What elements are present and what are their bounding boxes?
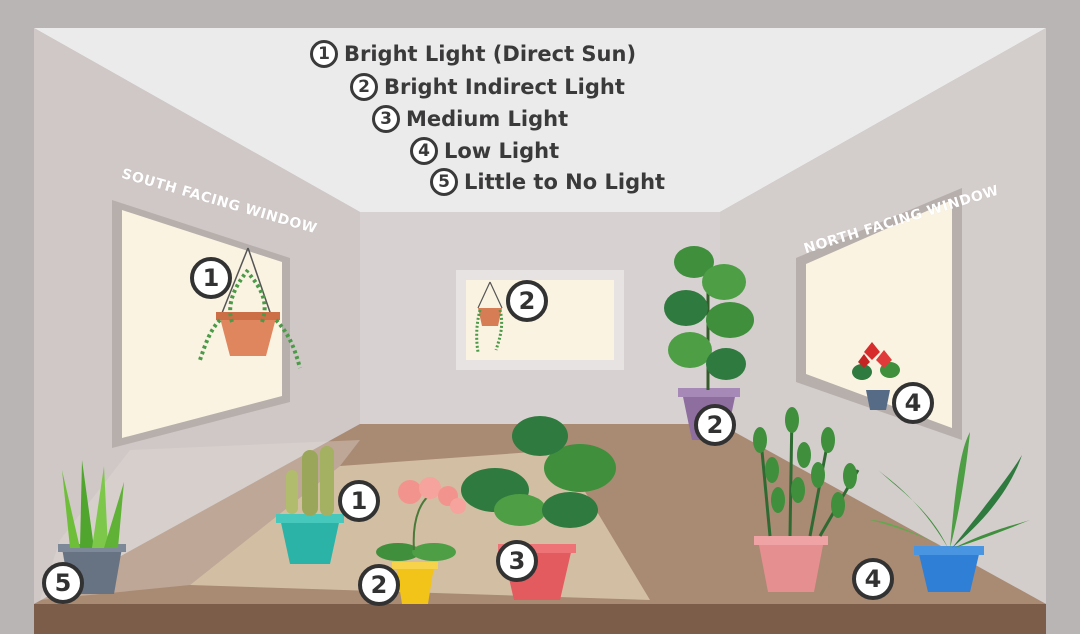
badge-snake-plant: 5	[42, 562, 84, 604]
legend-item-1: 1 Bright Light (Direct Sun)	[310, 40, 636, 68]
birds-nest-plant	[870, 432, 1030, 592]
legend-label-4: Low Light	[444, 139, 560, 163]
legend-number-5: 5	[430, 168, 458, 196]
legend-item-4: 4 Low Light	[410, 137, 559, 165]
badge-hanging-back: 2	[506, 280, 548, 322]
legend-item-2: 2 Bright Indirect Light	[350, 73, 625, 101]
hanging-plant-back	[475, 281, 504, 353]
badge-fiddle-leaf: 2	[694, 404, 736, 446]
snake-plant	[58, 460, 126, 594]
legend-number-4: 4	[410, 137, 438, 165]
legend-number-3: 3	[372, 105, 400, 133]
legend-number-1: 1	[310, 40, 338, 68]
badge-hanging-south: 1	[190, 257, 232, 299]
anthurium-plant	[852, 342, 900, 410]
badge-anthurium: 4	[892, 382, 934, 424]
floor-edge	[34, 604, 1046, 634]
legend-item-3: 3 Medium Light	[372, 105, 568, 133]
south-window	[112, 200, 290, 448]
orchid-plant	[376, 477, 466, 604]
legend-label-5: Little to No Light	[464, 170, 666, 194]
legend-label-2: Bright Indirect Light	[384, 75, 625, 99]
ceiling	[34, 28, 1046, 212]
badge-birds-nest: 4	[852, 558, 894, 600]
north-window	[796, 188, 962, 440]
legend-number-2: 2	[350, 73, 378, 101]
legend-label-3: Medium Light	[406, 107, 569, 131]
hanging-plant-south	[198, 247, 302, 369]
badge-orchid: 2	[358, 564, 400, 606]
zz-plant	[753, 407, 860, 592]
monstera-plant	[461, 416, 616, 600]
badge-monstera: 3	[496, 540, 538, 582]
badge-cactus: 1	[338, 480, 380, 522]
legend-label-1: Bright Light (Direct Sun)	[344, 42, 637, 66]
legend-item-5: 5 Little to No Light	[430, 168, 665, 196]
cactus-plant	[276, 446, 344, 564]
